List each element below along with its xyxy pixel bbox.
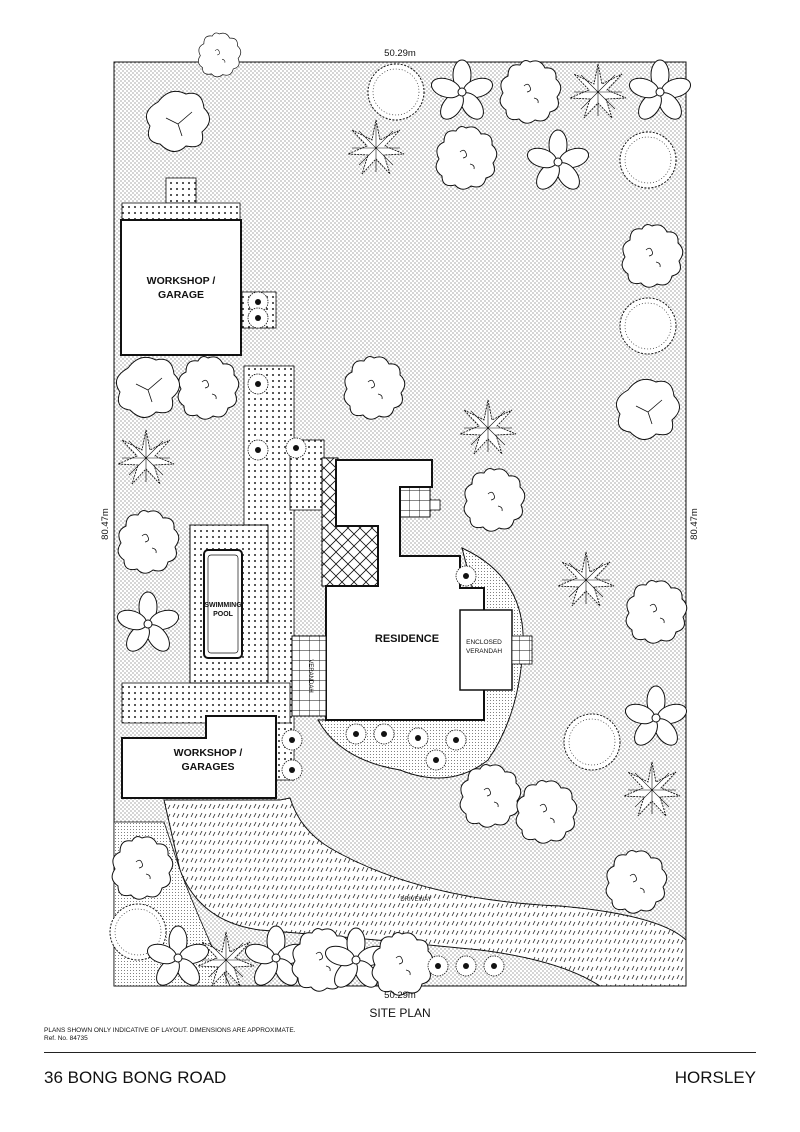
footer-divider — [44, 1052, 756, 1053]
dimension-right: 80.47m — [689, 508, 700, 540]
verandah-label: VERANDAH — [307, 659, 313, 692]
entry-tiles — [399, 486, 431, 518]
workshop-garages-label-1: WORKSHOP / — [174, 747, 243, 759]
residence-building — [325, 459, 485, 721]
swimming-pool-label-2: POOL — [213, 611, 234, 618]
swimming-pool — [203, 549, 243, 659]
driveway-label: DRIVEWAY — [400, 897, 431, 903]
site-plan-drawing: WORKSHOP / GARAGE SWIMMING POOL RESIDENC… — [100, 32, 700, 1000]
workshop-garage-label-1: WORKSHOP / — [147, 275, 216, 287]
enclosed-verandah-label-1: ENCLOSED — [466, 639, 502, 646]
residence-label: RESIDENCE — [375, 633, 439, 645]
property-address: 36 BONG BONG ROAD — [44, 1068, 227, 1087]
driveway — [163, 797, 687, 987]
dimension-top: 50.29m — [384, 48, 416, 59]
dimension-left: 80.47m — [100, 508, 111, 540]
workshop-garage-label-2: GARAGE — [158, 289, 204, 301]
enclosed-verandah-label-2: VERANDAH — [466, 648, 502, 655]
swimming-pool-label-1: SWIMMING — [204, 602, 242, 609]
site-plan-title: SITE PLAN — [369, 1006, 431, 1020]
verandah-steps — [511, 635, 533, 665]
dimension-bottom: 50.29m — [384, 990, 416, 1000]
workshop-garage-building — [120, 219, 242, 356]
disclaimer-note: PLANS SHOWN ONLY INDICATIVE OF LAYOUT. D… — [44, 1027, 296, 1034]
workshop-garages-building — [121, 715, 277, 799]
property-suburb: HORSLEY — [674, 1068, 756, 1087]
reference-number: Ref. No. 84735 — [44, 1035, 88, 1042]
verandah — [291, 635, 327, 717]
workshop-garages-label-2: GARAGES — [181, 761, 234, 773]
